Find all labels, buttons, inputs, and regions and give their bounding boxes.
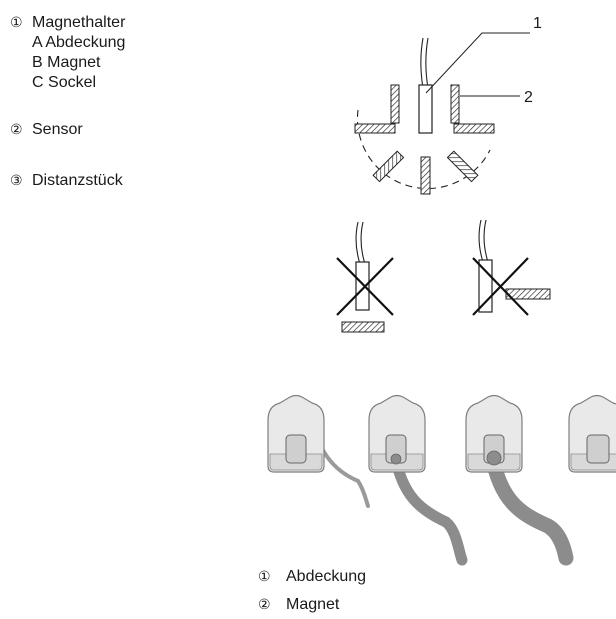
caption-label: Magnet (286, 596, 340, 613)
magnet (450, 84, 460, 124)
dashed-range-circle (356, 109, 491, 189)
magnet (505, 288, 551, 300)
sensor-body (418, 84, 433, 134)
magnet (390, 84, 400, 124)
legend-item-sensor: ② Sensor (10, 119, 125, 140)
magnet (420, 156, 431, 195)
legend-sub-letter: A (32, 34, 42, 51)
sensor-body (355, 261, 370, 311)
sensor-cable (420, 37, 424, 89)
caption-item-magnet: ② Magnet (258, 596, 339, 614)
magnet-holder-1 (267, 394, 370, 508)
incorrect-mounting-1 (336, 221, 394, 333)
legend-label: Sensor (32, 121, 83, 138)
caption-num: ② (258, 596, 271, 612)
callout-1: 1 (533, 15, 542, 32)
caption-label: Abdeckung (286, 568, 367, 585)
callout-line-1 (425, 32, 530, 94)
legend-sub-label: Abdeckung (45, 34, 126, 51)
magnet (446, 150, 479, 183)
caption-num: ① (258, 568, 271, 584)
legend: ① Magnethalter A Abdeckung B Magnet C Soc… (10, 12, 125, 191)
magnet (341, 321, 385, 333)
magnet (453, 123, 495, 134)
legend-label: Distanzstück (32, 172, 123, 189)
legend-subitem-b: B Magnet (10, 53, 125, 73)
legend-subitem-a: A Abdeckung (10, 33, 125, 53)
legend-sub-label: Magnet (47, 54, 101, 71)
legend-subitem-c: C Sockel (10, 73, 125, 93)
legend-sub-letter: B (32, 54, 43, 71)
legend-num: ② (10, 121, 23, 137)
incorrect-mounting-2 (472, 219, 551, 316)
legend-item-distanzstueck: ③ Distanzstück (10, 170, 125, 191)
callout-2: 2 (524, 89, 533, 106)
magnet-holder-2 (368, 394, 468, 566)
legend-num: ③ (10, 172, 23, 188)
legend-sub-letter: C (32, 74, 44, 91)
magnet-holder-4 (568, 394, 616, 473)
caption-item-abdeckung: ① Abdeckung (258, 568, 366, 586)
magnet-holder-3 (465, 394, 574, 566)
magnet (354, 123, 396, 134)
legend-label: Magnethalter (32, 14, 126, 31)
legend-sub-label: Sockel (48, 74, 97, 91)
magnet-position-figure: 1 2 (354, 15, 542, 195)
legend-num: ① (10, 14, 23, 30)
legend-item-magnethalter: ① Magnethalter (10, 12, 125, 33)
magnet (372, 150, 405, 183)
sensor-cable (425, 37, 429, 89)
